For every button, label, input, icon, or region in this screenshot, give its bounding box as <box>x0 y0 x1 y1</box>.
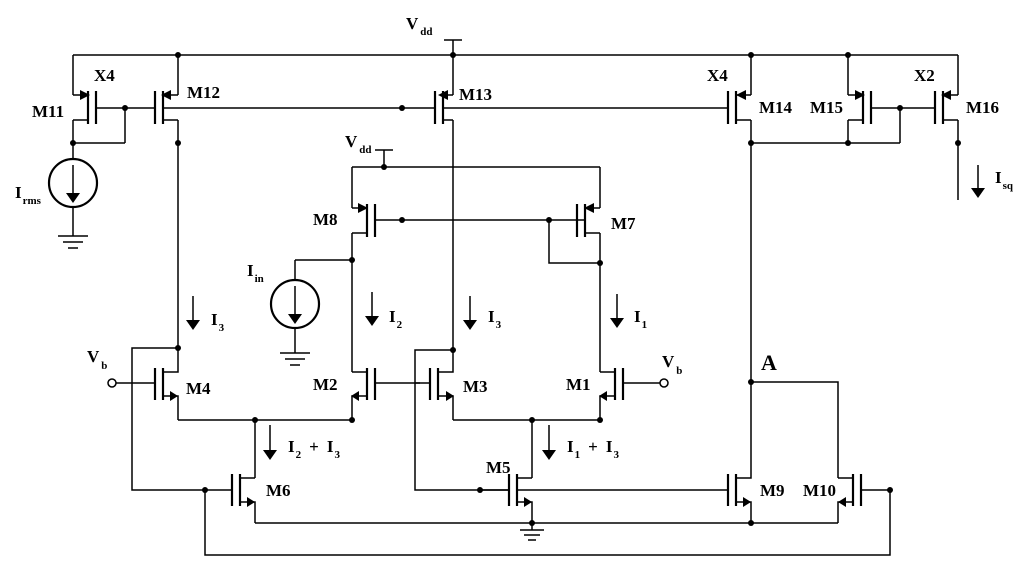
ground-bus <box>255 522 838 541</box>
isq-label: I <box>995 168 1002 187</box>
vdd-inner-sub: dd <box>359 144 371 156</box>
svg-text:Vb: Vb <box>662 352 682 377</box>
i3-left-label: I <box>211 310 218 329</box>
svg-text:Irms: Irms <box>15 183 42 207</box>
vb-left-sub: b <box>101 360 107 372</box>
i2i3-a-label: I <box>288 437 295 456</box>
isq-sub: sq <box>1003 180 1014 192</box>
transistor-m3 <box>414 349 508 491</box>
current-arrows <box>186 292 624 460</box>
transistor-m12 <box>125 90 179 143</box>
transistor-m8 <box>351 203 585 260</box>
label-m10: M10 <box>803 481 836 500</box>
current-labels: I3 I2 I3 I1 I2+I3 I1+I3 <box>211 307 647 461</box>
node-a-wire <box>751 381 839 478</box>
svg-text:Iin: Iin <box>247 261 264 285</box>
svg-text:I3: I3 <box>211 310 225 334</box>
label-m2: M2 <box>313 375 338 394</box>
svg-text:Vb: Vb <box>87 347 107 372</box>
label-m13: M13 <box>459 85 492 104</box>
label-m12: M12 <box>187 83 220 102</box>
i1i3-a-sub: 1 <box>575 449 581 461</box>
i2i3-plus: + <box>309 437 319 456</box>
irms-source <box>47 143 99 249</box>
svg-text:I1: I1 <box>634 307 647 331</box>
i3-left-sub: 3 <box>219 322 225 334</box>
vdd-top-label: V <box>406 14 419 33</box>
i1-sub: 1 <box>642 319 648 331</box>
label-m16: M16 <box>966 98 999 117</box>
label-x2: X2 <box>914 66 935 85</box>
vb-right-label: V <box>662 352 675 371</box>
i1-label: I <box>634 307 641 326</box>
i2i3-b-label: I <box>327 437 334 456</box>
label-m6: M6 <box>266 481 291 500</box>
vb-right-sub: b <box>676 365 682 377</box>
junction-dots <box>70 52 961 526</box>
transistor-m9 <box>726 143 752 523</box>
i1i3-a-label: I <box>567 437 574 456</box>
label-x4-right: X4 <box>707 66 728 85</box>
label-x4-left: X4 <box>94 66 115 85</box>
inner-vdd <box>351 149 601 208</box>
transistor-m11 <box>72 90 126 144</box>
transistor-m14 <box>726 90 752 143</box>
svg-text:I2+I3: I2+I3 <box>288 437 340 461</box>
label-m14: M14 <box>759 98 793 117</box>
transistor-m16 <box>900 90 959 200</box>
label-m4: M4 <box>186 379 211 398</box>
i2i3-b-sub: 3 <box>334 449 340 461</box>
i1i3-plus: + <box>588 437 598 456</box>
i2-label: I <box>389 307 396 326</box>
svg-text:Isq: Isq <box>995 168 1014 192</box>
i2-sub: 2 <box>397 319 403 331</box>
svg-text:I2: I2 <box>389 307 403 331</box>
node-a-label: A <box>761 350 777 375</box>
vb-left-label: V <box>87 347 100 366</box>
i1i3-b-label: I <box>606 437 613 456</box>
label-m15: M15 <box>810 98 843 117</box>
label-m11: M11 <box>32 102 64 121</box>
transistor-m13 <box>433 90 454 350</box>
label-m9: M9 <box>760 481 785 500</box>
transistor-m4 <box>107 347 205 491</box>
vdd-top-sub: dd <box>420 26 432 38</box>
transistor-m7 <box>548 203 601 264</box>
label-m7: M7 <box>611 214 636 233</box>
feedback-loop <box>204 490 891 556</box>
svg-text:Vdd: Vdd <box>406 14 433 38</box>
label-m1: M1 <box>566 375 591 394</box>
irms-sub: rms <box>23 195 42 207</box>
multiplier-labels: X4 X4 X2 <box>94 66 935 85</box>
transistor-m10 <box>837 474 890 523</box>
transistor-m2 <box>351 368 420 420</box>
transistor-labels: M11 M12 M13 M14 M15 M16 M8 M7 M4 M2 M3 M… <box>32 83 999 500</box>
svg-text:I1+I3: I1+I3 <box>567 437 619 461</box>
svg-text:I3: I3 <box>488 307 502 331</box>
irms-label: I <box>15 183 22 202</box>
isq-arrow <box>971 165 985 198</box>
iin-label: I <box>247 261 254 280</box>
vdd-inner-label: V <box>345 132 358 151</box>
iin-source <box>269 259 352 366</box>
i3-mid-sub: 3 <box>496 319 502 331</box>
transistor-m15 <box>751 90 901 144</box>
i3-mid-label: I <box>488 307 495 326</box>
transistor-m5 <box>480 474 728 523</box>
vdd-rail <box>72 39 959 95</box>
label-m5: M5 <box>486 458 511 477</box>
i2i3-a-sub: 2 <box>296 449 302 461</box>
label-m8: M8 <box>313 210 338 229</box>
source-labels: Irms Iin Isq <box>15 168 1014 285</box>
transistor-m6 <box>205 474 256 523</box>
transistor-m1 <box>599 368 669 420</box>
i1i3-b-sub: 3 <box>613 449 619 461</box>
iin-sub: in <box>255 273 264 285</box>
svg-text:Vdd: Vdd <box>345 132 372 156</box>
label-m3: M3 <box>463 377 488 396</box>
